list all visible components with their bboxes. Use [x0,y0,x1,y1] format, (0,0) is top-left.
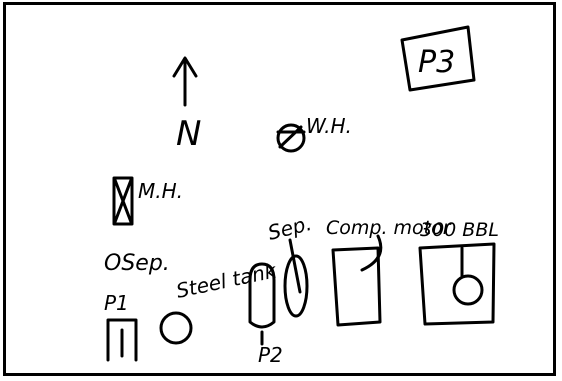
p1-outline [106,318,138,362]
photo-ref-p3: P3 [400,25,476,92]
compressor-leader [360,234,383,272]
p2-label: P2 [258,343,283,367]
p2-vessel-outline [248,262,276,329]
compressor-symbol: Comp. motor [326,217,452,327]
separator-label: Sep. [265,211,314,245]
manhole-cross [113,178,133,224]
separator-vessel [283,254,309,318]
p1-symbol: P1 [104,291,138,362]
tank-300bbl-circle [452,274,484,306]
photo-ref-label: P3 [418,45,455,80]
tank-300bbl-symbol: 300 BBL [418,219,499,326]
north-arrow: N [172,56,201,154]
p2-vessel: P2 [248,262,283,367]
separator-leader [288,238,302,294]
p1-label: P1 [104,291,129,315]
tank-300bbl-box [418,242,496,326]
manhole-box [112,176,134,226]
photo-ref-box [400,25,476,92]
oil-separator-label: OSep. [104,251,170,276]
compressor-box [331,246,382,327]
compressor-label: Comp. motor [326,217,452,239]
water-heater-cross [276,125,306,149]
water-heater-circle [276,123,306,153]
tank-300bbl-label: 300 BBL [420,219,499,241]
steel-tank-circle [159,311,193,345]
manhole-label: M.H. [138,179,183,203]
water-heater-label: W.H. [306,114,352,138]
north-arrow-head [172,56,198,78]
water-heater-symbol: W.H. [276,114,352,153]
north-label: N [176,114,201,154]
steel-tank-symbol: Steel tank [159,258,280,345]
sketch-frame [3,2,556,376]
manhole-symbol: M.H. [112,176,183,226]
